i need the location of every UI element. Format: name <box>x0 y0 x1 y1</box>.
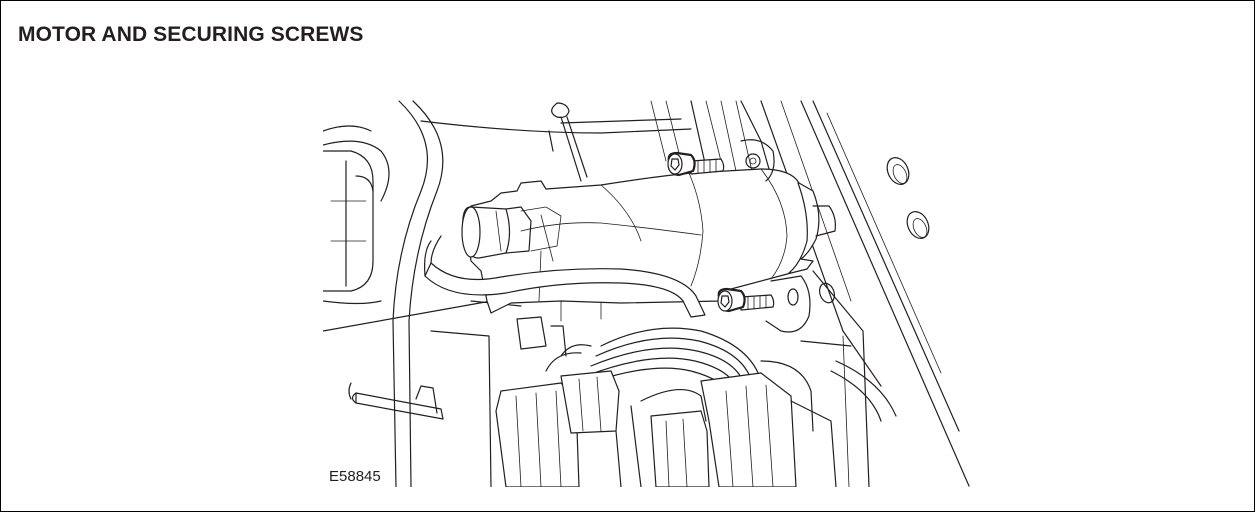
upper-securing-screw <box>667 151 725 177</box>
left-component <box>323 150 492 332</box>
lower-securing-screw <box>717 287 775 313</box>
connectors <box>495 316 837 487</box>
left-hose <box>323 100 444 487</box>
mounting-bracket <box>740 139 836 333</box>
figure-reference-number: E58845 <box>328 468 384 485</box>
panel-holes <box>886 157 930 239</box>
motor-body <box>461 168 836 322</box>
motor-illustration <box>323 100 970 487</box>
motor-hose <box>424 235 706 318</box>
section-title: MOTOR AND SECURING SCREWS <box>18 23 364 46</box>
hose-clip <box>348 382 444 420</box>
control-rod <box>420 102 692 182</box>
